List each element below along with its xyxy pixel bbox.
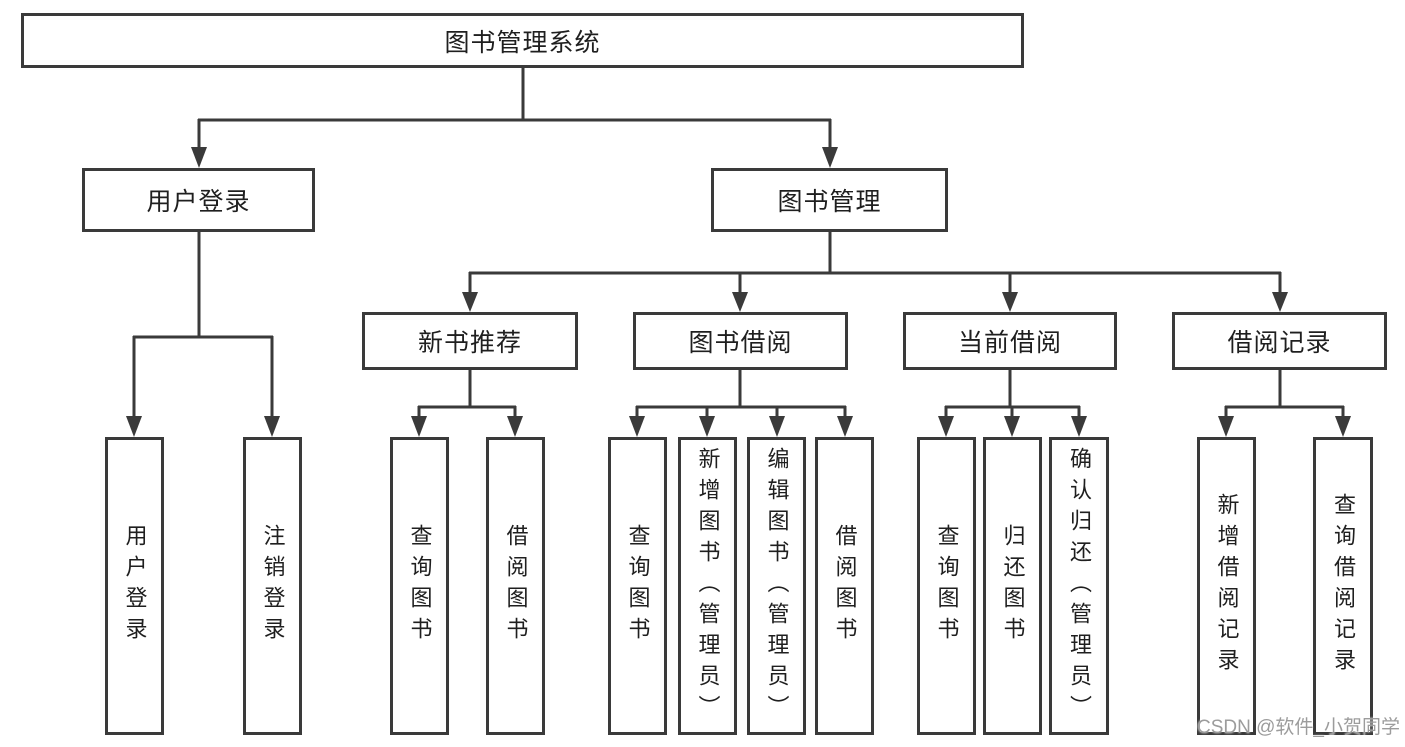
node-label: 注销登录 xyxy=(260,524,286,648)
leaf-borrow-books: 借阅图书 xyxy=(815,437,874,735)
csdn-watermark: CSDN @软件_小贺同学 xyxy=(1197,717,1400,738)
node-current-borrow: 当前借阅 xyxy=(903,312,1117,370)
node-label: 查询借阅记录 xyxy=(1331,493,1356,679)
node-label: 借阅记录 xyxy=(1227,329,1332,357)
node-label: 查询图书 xyxy=(934,524,960,648)
node-label: 归还图书 xyxy=(1000,524,1026,648)
leaf-query-books-borrow: 查询图书 xyxy=(608,437,667,735)
node-label: 新书推荐 xyxy=(417,329,522,357)
leaf-borrow-books-recommend: 借阅图书 xyxy=(486,437,545,735)
leaf-query-borrow-record: 查询借阅记录 xyxy=(1313,437,1373,735)
leaf-return-books: 归还图书 xyxy=(983,437,1042,735)
node-label: 借阅图书 xyxy=(832,524,858,648)
leaf-edit-books-admin: 编辑图书（管理员） xyxy=(747,437,806,735)
node-label: 图书管理 xyxy=(777,188,882,216)
node-label: 图书借阅 xyxy=(688,329,793,357)
node-label: 确认归还（管理员） xyxy=(1067,446,1092,726)
leaf-confirm-return-admin: 确认归还（管理员） xyxy=(1049,437,1109,735)
leaf-add-borrow-record: 新增借阅记录 xyxy=(1197,437,1256,735)
node-label: 新增图书（管理员） xyxy=(695,446,721,726)
node-user-login: 用户登录 xyxy=(82,168,315,232)
node-label: 当前借阅 xyxy=(957,329,1062,357)
node-label: 查询图书 xyxy=(625,524,651,648)
node-label: 用户登录 xyxy=(146,188,251,216)
node-new-book-recommend: 新书推荐 xyxy=(362,312,578,370)
node-label: 图书管理系统 xyxy=(444,28,601,57)
leaf-query-books-recommend: 查询图书 xyxy=(390,437,449,735)
leaf-logout: 注销登录 xyxy=(243,437,302,735)
node-book-borrow: 图书借阅 xyxy=(633,312,848,370)
node-label: 新增借阅记录 xyxy=(1214,493,1240,679)
leaf-add-books-admin: 新增图书（管理员） xyxy=(678,437,737,735)
node-label: 借阅图书 xyxy=(503,524,529,648)
leaf-user-login: 用户登录 xyxy=(105,437,164,735)
node-label: 用户登录 xyxy=(122,524,148,648)
node-borrow-records: 借阅记录 xyxy=(1172,312,1387,370)
node-book-management: 图书管理 xyxy=(711,168,948,232)
leaf-query-books-current: 查询图书 xyxy=(917,437,976,735)
node-label: 查询图书 xyxy=(407,524,433,648)
node-label: 编辑图书（管理员） xyxy=(764,446,790,726)
node-library-management-system: 图书管理系统 xyxy=(21,13,1024,68)
